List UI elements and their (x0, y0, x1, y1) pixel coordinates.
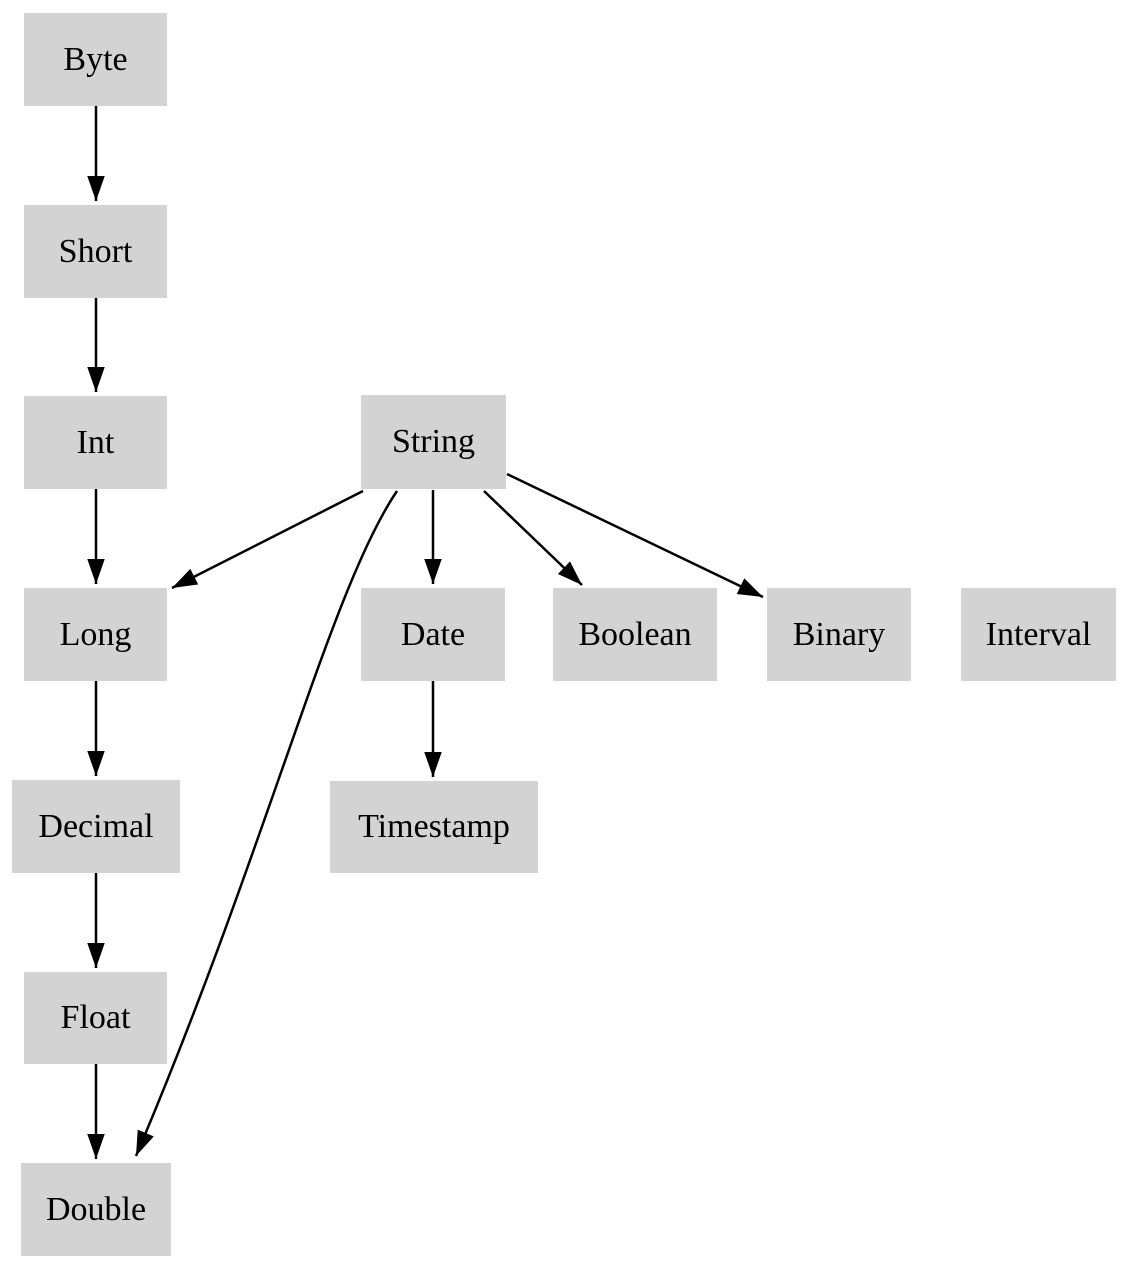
edge-string-binary (506, 472, 764, 599)
node-binary: Binary (767, 588, 911, 681)
node-date: Date (361, 588, 505, 681)
node-float: Float (24, 972, 167, 1064)
node-double: Double (21, 1163, 171, 1256)
node-timestamp: Timestamp (330, 781, 538, 873)
node-int: Int (24, 396, 167, 489)
edge-string-double (134, 490, 399, 1157)
node-interval: Interval (961, 588, 1116, 681)
node-boolean: Boolean (553, 588, 717, 681)
node-short: Short (24, 205, 167, 298)
node-long: Long (24, 588, 167, 681)
node-string: String (361, 395, 506, 489)
node-byte: Byte (24, 13, 167, 106)
edge-string-boolean (483, 490, 583, 586)
node-decimal: Decimal (12, 780, 180, 873)
edge-string-long (171, 489, 364, 590)
